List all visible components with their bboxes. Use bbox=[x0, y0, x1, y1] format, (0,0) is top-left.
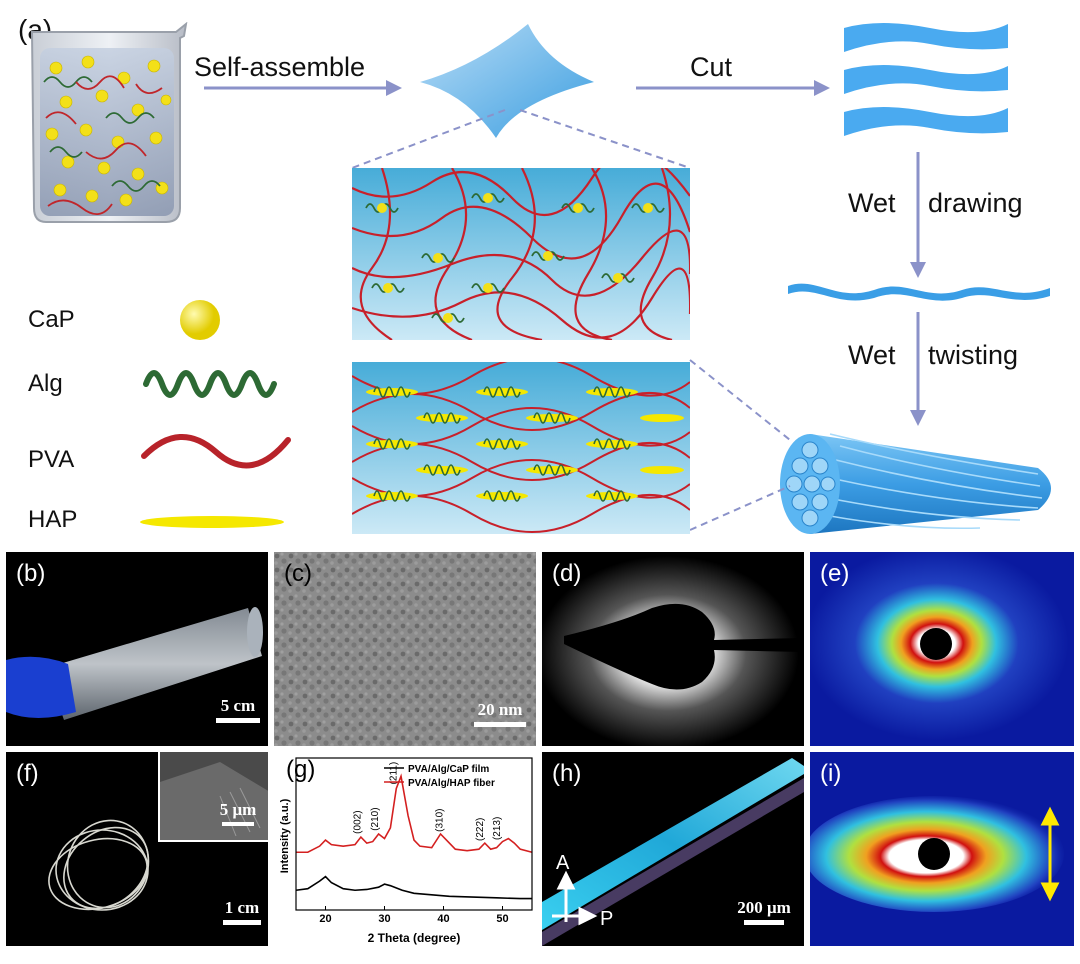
step-cut-label: Cut bbox=[690, 52, 733, 82]
panel-label-f: (f) bbox=[16, 760, 39, 787]
scale-bar-f: 1 cm bbox=[220, 898, 264, 925]
alg-symbol bbox=[143, 370, 277, 398]
self-assemble-arrow bbox=[204, 80, 402, 96]
inset-scale-bar-f: 5 μm bbox=[210, 800, 266, 826]
panel-label-b: (b) bbox=[16, 560, 46, 587]
xrd-series-fiber bbox=[296, 773, 533, 854]
legend-symbols bbox=[140, 300, 291, 528]
panel-c: (c) 20 nm bbox=[274, 552, 536, 746]
xrd-ylabel: Intensity (a.u.) bbox=[279, 798, 291, 873]
polarized-fiber-image bbox=[542, 758, 804, 946]
xrd-peak-label: (222) bbox=[475, 818, 486, 841]
wet-drawing-arrow bbox=[910, 152, 926, 278]
panel-label-i: (i) bbox=[820, 760, 842, 787]
panel-label-d: (d) bbox=[552, 560, 582, 587]
wet-twisting-arrow bbox=[910, 312, 926, 426]
hap-symbol bbox=[140, 516, 284, 528]
fiber-coil-photo bbox=[48, 819, 150, 911]
xrd-xlabel: 2 Theta (degree) bbox=[368, 931, 461, 945]
step-self-assemble-label: Self-assemble bbox=[194, 52, 366, 82]
panel-d: (d) bbox=[542, 552, 804, 746]
saxs-pattern-isotropic bbox=[810, 552, 1074, 746]
xrd-peak-label: (002) bbox=[352, 810, 363, 833]
panel-label-c: (c) bbox=[284, 560, 312, 587]
beaker-illustration bbox=[30, 22, 188, 223]
twisted-ribbon bbox=[788, 283, 1050, 301]
panel-i: (i) bbox=[810, 752, 1074, 946]
xrd-peak-label: (310) bbox=[434, 808, 445, 831]
xrd-peak-label: (211) bbox=[388, 762, 399, 785]
legend-label-fiber: PVA/Alg/HAP fiber bbox=[408, 778, 495, 789]
step-wet-twisting-label-1: Wet bbox=[848, 340, 896, 370]
xrd-peak-label: (213) bbox=[492, 817, 503, 840]
film-sheet bbox=[420, 24, 594, 138]
scale-bar-b: 5 cm bbox=[212, 696, 264, 723]
panel-e: (e) bbox=[810, 552, 1074, 746]
legend-label-cap: CaP bbox=[28, 306, 75, 333]
xrd-peak-label: (210) bbox=[370, 807, 381, 830]
legend-label-pva: PVA bbox=[28, 446, 75, 473]
scale-bar-h: 200 μm bbox=[730, 898, 798, 925]
network-structure-aligned bbox=[352, 362, 690, 534]
xrd-xtick-label: 50 bbox=[496, 913, 508, 925]
diffraction-pattern bbox=[542, 552, 804, 746]
xrd-xtick-label: 30 bbox=[378, 913, 390, 925]
zoom-guide-lines bbox=[351, 109, 791, 531]
xrd-xtick-label: 40 bbox=[437, 913, 449, 925]
legend-label-alg: Alg bbox=[28, 370, 63, 397]
analyzer-axis-label: A bbox=[556, 852, 570, 874]
cut-arrow bbox=[636, 80, 830, 96]
polarizer-axis-label: P bbox=[600, 908, 614, 930]
panel-b: (b) 5 cm bbox=[6, 552, 268, 746]
panel-label-g: (g) bbox=[286, 756, 316, 783]
xrd-xtick-label: 20 bbox=[319, 913, 331, 925]
panel-label-h: (h) bbox=[552, 760, 582, 787]
step-wet-drawing-label-2: drawing bbox=[928, 188, 1023, 218]
legend-label-hap: HAP bbox=[28, 506, 78, 533]
step-wet-twisting-label-2: twisting bbox=[928, 340, 1019, 370]
transparent-tube-photo bbox=[6, 607, 263, 720]
twisted-fiber-bundle bbox=[780, 433, 1051, 534]
saxs-pattern-anisotropic bbox=[810, 796, 1064, 912]
panel-h: (h) A P 200 μm bbox=[542, 752, 804, 946]
tem-texture bbox=[274, 552, 536, 746]
scale-bar-c: 20 nm bbox=[470, 700, 530, 727]
cut-strips bbox=[844, 23, 1008, 136]
panel-label-e: (e) bbox=[820, 560, 850, 587]
sem-inset-texture bbox=[160, 752, 268, 840]
sem-inset: 5 μm bbox=[158, 752, 268, 842]
cap-symbol bbox=[180, 300, 220, 340]
xrd-plot-frame bbox=[295, 757, 533, 911]
panel-f: 5 μm (f) 1 cm bbox=[6, 752, 268, 946]
legend-label-film: PVA/Alg/CaP film bbox=[408, 764, 489, 775]
pva-symbol bbox=[141, 434, 291, 469]
xrd-series-film bbox=[295, 875, 532, 900]
network-structure-random bbox=[352, 168, 690, 340]
step-wet-drawing-label-1: Wet bbox=[848, 188, 896, 218]
